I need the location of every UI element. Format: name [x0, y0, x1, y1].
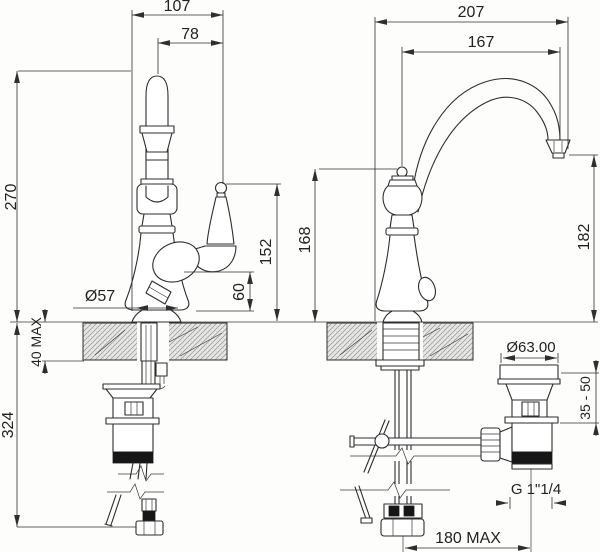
- left-view-faucet: [124, 75, 237, 323]
- dim-left-outlet-height-label: 60: [231, 283, 248, 301]
- dim-right-total-width-label: 207: [458, 4, 485, 21]
- dim-left-base-diameter-label: Ø57: [85, 288, 115, 305]
- right-view-faucet: [375, 78, 571, 323]
- dim-left-deck-thickness-label: 40 MAX: [28, 316, 44, 366]
- dim-right-max-drain-offset-label: 180 MAX: [435, 530, 501, 547]
- dim-right-spout-reach-label: 167: [468, 34, 495, 51]
- dim-right-outlet-height-label: 182: [576, 224, 593, 251]
- dim-left-total-width-label: 107: [164, 0, 191, 15]
- right-under-counter-assembly: [340, 322, 561, 552]
- dim-left-under-depth-label: 324: [0, 412, 17, 439]
- dim-left-handle-height-label: 152: [258, 239, 275, 266]
- dim-left-spout-offset-label: 78: [181, 26, 199, 43]
- dim-right-waste-diameter-label: Ø63.00: [506, 339, 555, 356]
- dim-left-spout-height-label: 270: [3, 184, 20, 211]
- left-under-counter-assembly: [102, 322, 168, 536]
- dim-right-body-height-label: 168: [297, 227, 314, 254]
- right-view-dimensions: 207 167 168 182 Ø63.00 35 - 50 G 1"1/4 1…: [297, 4, 599, 551]
- dim-right-waste-thread-label: G 1"1/4: [511, 481, 561, 498]
- left-view-dimensions: 107 78 270 40 MAX 324 Ø57 152 60: [0, 0, 281, 528]
- dim-right-deck-range-label: 35 - 50: [577, 376, 593, 420]
